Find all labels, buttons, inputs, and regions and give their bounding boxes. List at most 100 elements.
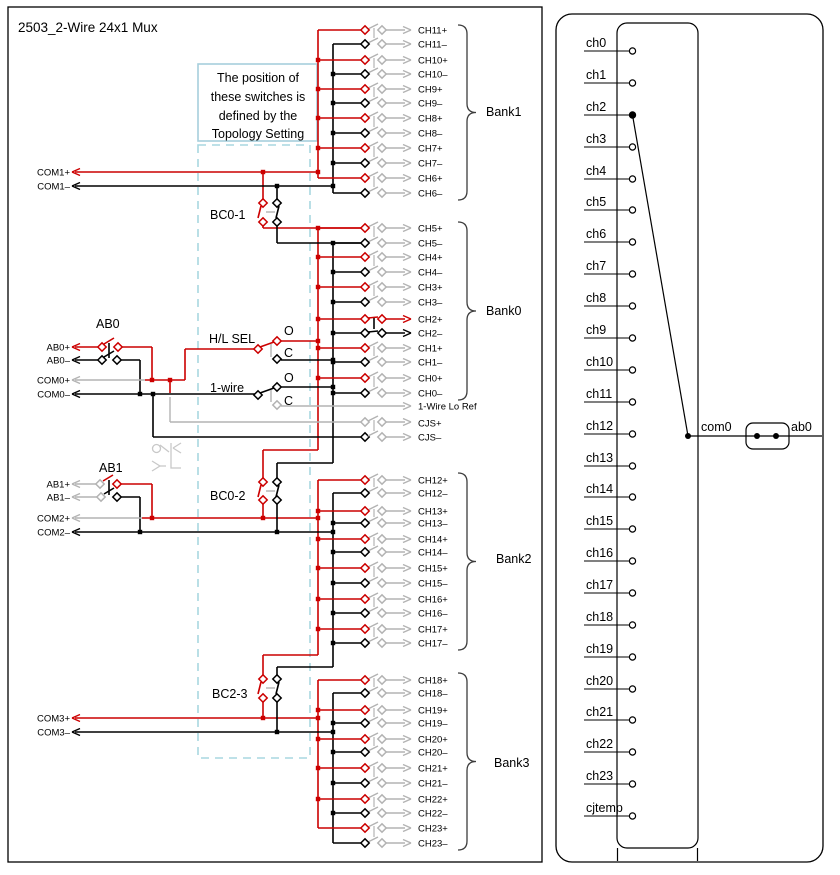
channel-label-CH12+: CH12+ xyxy=(418,476,448,487)
pin-terminal-ch21 xyxy=(628,716,637,724)
channel-contact xyxy=(376,577,388,589)
pin-terminal-ch0 xyxy=(628,47,637,55)
channel-label-CH13+: CH13+ xyxy=(418,507,448,518)
channel-label-CH21–: CH21– xyxy=(418,779,448,790)
channel-label-CH5+: CH5+ xyxy=(418,224,443,235)
cjs-minus-contact xyxy=(376,431,388,443)
channel-contact xyxy=(359,24,371,36)
pin-terminal-ch15 xyxy=(628,525,637,533)
pin-terminal-ch16 xyxy=(628,557,637,565)
note-line-3: defined by the xyxy=(219,109,298,123)
switch-blade-open xyxy=(367,673,379,680)
arrow-left-icon xyxy=(71,731,81,737)
channel-contact xyxy=(359,342,371,354)
pin-label-ch15: ch15 xyxy=(586,514,613,528)
channel-label-CH8–: CH8– xyxy=(418,129,443,140)
arrow-right-icon xyxy=(402,598,412,604)
bc0-2-switch xyxy=(271,476,283,488)
channel-label-CH10–: CH10– xyxy=(418,70,448,81)
channel-label-CH2+: CH2+ xyxy=(418,315,443,326)
arrow-right-icon xyxy=(402,812,412,818)
arrow-right-icon xyxy=(402,479,412,485)
channel-contact xyxy=(359,487,371,499)
channel-label-CH14–: CH14– xyxy=(418,548,448,559)
channel-contact xyxy=(376,251,388,263)
channel-contact xyxy=(376,296,388,308)
arrow-right-icon xyxy=(402,767,412,773)
hl-sel-common-contact xyxy=(252,343,264,355)
channel-label-CH3+: CH3+ xyxy=(418,283,443,294)
one-wire-open-contact xyxy=(271,381,283,393)
wire-black xyxy=(275,205,280,219)
cjs-minus-contact xyxy=(359,431,371,443)
ab0-plus-contact xyxy=(96,341,108,353)
bc2-3-label: BC2-3 xyxy=(212,687,247,701)
mux-wiper-wire xyxy=(631,114,689,437)
one-wire-closed-contact xyxy=(271,399,283,411)
bank-brace xyxy=(457,472,477,651)
arrow-right-icon xyxy=(402,117,412,123)
arrow-right-icon xyxy=(402,158,412,164)
channel-contact xyxy=(359,187,371,199)
pin-label-ch9: ch9 xyxy=(586,323,606,337)
arrow-left-icon xyxy=(71,727,81,733)
note-line-4: Topology Setting xyxy=(212,127,304,141)
cjs-plus-contact xyxy=(376,416,388,428)
channel-label-CH19–: CH19– xyxy=(418,719,448,730)
channel-contact xyxy=(359,593,371,605)
switch-blade-open xyxy=(367,53,379,60)
arrow-right-icon xyxy=(402,128,412,134)
port-label-COM2–: COM2– xyxy=(37,528,70,539)
port-label-AB1–: AB1– xyxy=(47,493,71,504)
arrow-right-icon xyxy=(402,782,412,788)
channel-contact xyxy=(376,505,388,517)
channel-label-CH21+: CH21+ xyxy=(418,764,448,775)
channel-contact xyxy=(359,674,371,686)
switch-blade-open xyxy=(367,355,379,362)
arrow-right-icon xyxy=(402,436,412,442)
junction-dot xyxy=(330,183,336,189)
pin-terminal-ch4 xyxy=(628,175,637,183)
arrow-right-icon xyxy=(402,518,412,524)
wire-red xyxy=(257,681,262,695)
ab1-plus-contact xyxy=(94,478,106,490)
channel-contact xyxy=(376,222,388,234)
channel-contact xyxy=(376,793,388,805)
arrow-right-icon xyxy=(402,242,412,248)
switch-blade-open xyxy=(367,186,379,193)
channel-label-CH6+: CH6+ xyxy=(418,174,443,185)
pin-terminal-ch14 xyxy=(628,493,637,501)
channel-contact xyxy=(359,251,371,263)
channel-contact xyxy=(376,807,388,819)
port-label-COM2+: COM2+ xyxy=(37,514,70,525)
switch-blade-open xyxy=(367,806,379,813)
port-label-COM3–: COM3– xyxy=(37,728,70,739)
channel-contact xyxy=(359,387,371,399)
arrow-right-icon xyxy=(402,612,412,618)
channel-contact xyxy=(359,281,371,293)
arrow-right-icon xyxy=(402,642,412,648)
pin-label-ch6: ch6 xyxy=(586,227,606,241)
bc0-1-switch xyxy=(271,197,283,209)
channel-label-CH18–: CH18– xyxy=(418,689,448,700)
pin-label-ch8: ch8 xyxy=(586,291,606,305)
junction-dot xyxy=(330,729,336,735)
port-label-COM0+: COM0+ xyxy=(37,376,70,387)
pin-label-ch17: ch17 xyxy=(586,578,613,592)
pin-terminal-ch17 xyxy=(628,589,637,597)
arrow-left-icon xyxy=(71,479,81,485)
channel-label-CH22–: CH22– xyxy=(418,809,448,820)
channel-contact xyxy=(359,474,371,486)
pin-terminal-ch7 xyxy=(628,270,637,278)
channel-contact xyxy=(359,112,371,124)
channel-contact xyxy=(376,327,388,339)
bc2-3-switch xyxy=(257,692,269,704)
arrow-right-icon xyxy=(402,688,412,694)
arrow-right-icon xyxy=(402,798,412,804)
switch-blade-open xyxy=(367,171,379,178)
channel-label-CH18+: CH18+ xyxy=(418,676,448,687)
channel-contact xyxy=(376,704,388,716)
arrow-right-icon xyxy=(402,827,412,833)
pin-terminal-ch20 xyxy=(628,685,637,693)
arrow-right-icon xyxy=(402,522,412,528)
